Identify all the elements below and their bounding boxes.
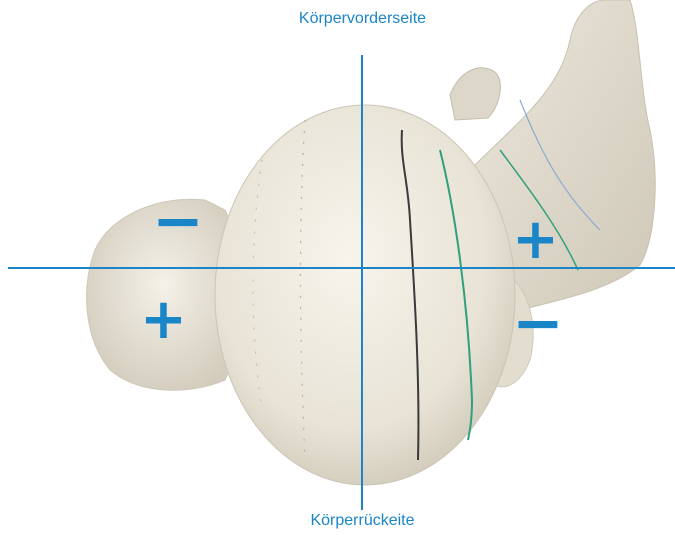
front-side-label: Körpervorderseite	[0, 10, 675, 28]
back-side-label: Körperrückeite	[0, 512, 675, 530]
plus-sign-upper-right: +	[512, 212, 559, 268]
top-protrusion-shape	[450, 68, 500, 120]
plus-sign-lower-left: +	[140, 292, 187, 348]
minus-sign-lower-right: −	[512, 292, 564, 354]
minus-sign-upper-left: −	[152, 190, 204, 252]
